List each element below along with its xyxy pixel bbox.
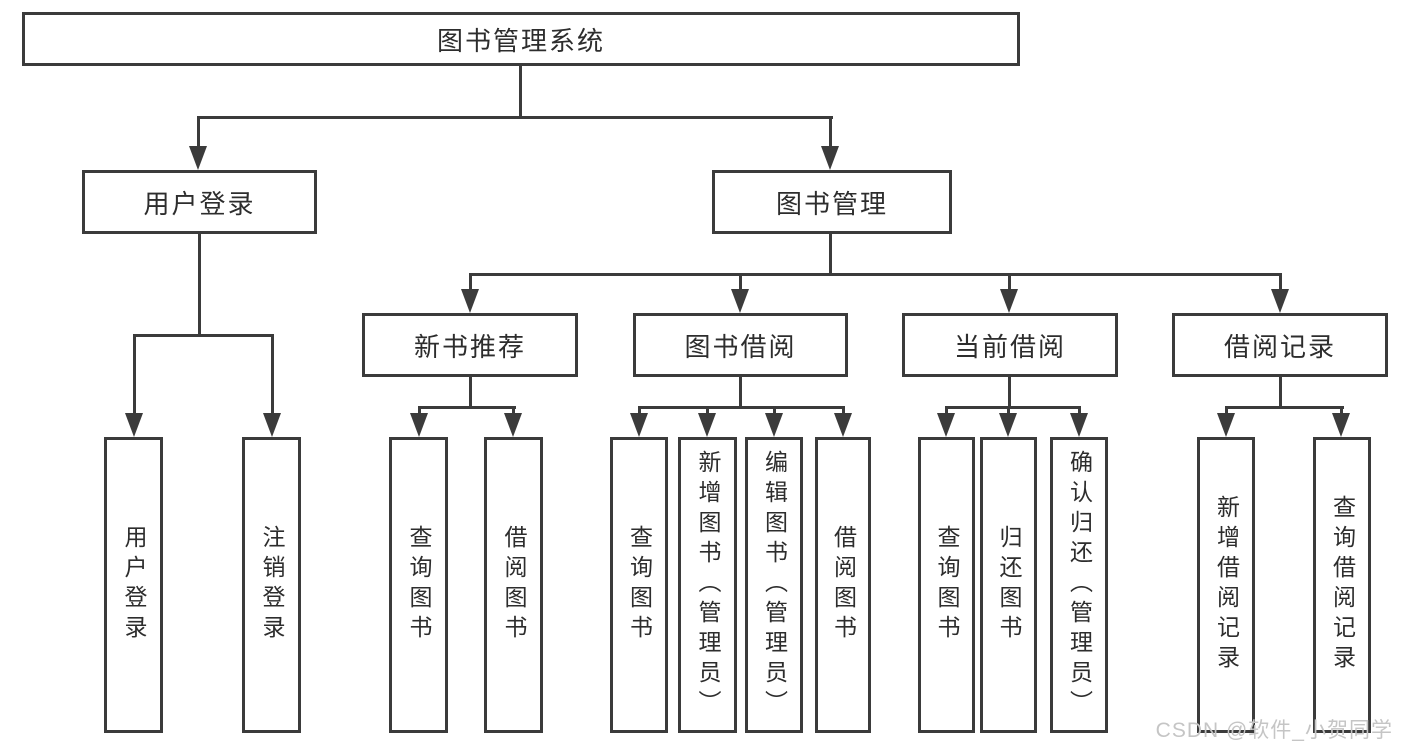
connector-stub [512,408,515,416]
node-new-book-recommend-label: 新书推荐 [413,331,526,362]
connector-book-borrow-vertical [739,377,742,408]
leaf-user-login-label: 用户登录 [121,525,147,645]
leaf-add-book-admin: 新增图书（管理员） [678,437,737,733]
connector-stub [829,117,832,148]
csdn-watermark: CSDN @软件_小贺同学 [1155,719,1393,742]
leaf-user-login: 用户登录 [104,437,163,733]
connector-stub [418,408,421,416]
leaf-query-book-1-label: 查询图书 [406,525,432,645]
leaf-query-book-1: 查询图书 [389,437,448,733]
leaf-query-borrow-record-label: 查询借阅记录 [1329,495,1356,675]
connector-new-book-vertical [469,377,472,408]
node-book-borrow: 图书借阅 [633,313,848,377]
connector-user-login-vertical [198,233,201,336]
arrow-down-icon [263,413,281,437]
connector-book-mgmt-horizontal [469,273,1282,276]
node-new-book-recommend: 新书推荐 [362,313,578,377]
connector-book-borrow-horizontal [638,406,845,409]
arrow-down-icon [999,413,1017,437]
leaf-query-book-3-label: 查询图书 [934,525,960,645]
node-user-login: 用户登录 [82,170,317,234]
connector-user-login-horizontal [133,334,274,337]
connector-stub [706,408,709,416]
arrow-down-icon [410,413,428,437]
connector-stub [842,408,845,416]
connector-new-book-horizontal [418,406,516,409]
connector-root-vertical [519,65,522,118]
connector-current-borrow-vertical [1008,377,1011,408]
arrow-down-icon [937,413,955,437]
leaf-query-book-2: 查询图书 [610,437,668,733]
leaf-edit-book-admin-label: 编辑图书（管理员） [761,450,788,720]
arrow-down-icon [630,413,648,437]
connector-current-borrow-horizontal [945,406,1081,409]
arrow-down-icon [1000,289,1018,313]
node-borrow-records: 借阅记录 [1172,313,1388,377]
arrow-down-icon [1217,413,1235,437]
connector-borrow-records-vertical [1279,377,1282,408]
connector-book-mgmt-vertical [829,233,832,275]
node-book-management-label: 图书管理 [775,188,888,219]
node-borrow-records-label: 借阅记录 [1223,331,1336,362]
leaf-edit-book-admin: 编辑图书（管理员） [745,437,803,733]
leaf-add-book-admin-label: 新增图书（管理员） [695,450,721,720]
node-book-management: 图书管理 [712,170,952,234]
connector-stub [133,336,136,416]
connector-stub [1078,408,1081,416]
connector-borrow-records-horizontal [1225,406,1344,409]
arrow-down-icon [731,289,749,313]
arrow-down-icon [765,413,783,437]
connector-stub [945,408,948,416]
leaf-borrow-book-2: 借阅图书 [815,437,871,733]
leaf-return-book-label: 归还图书 [996,525,1022,645]
node-current-borrow: 当前借阅 [902,313,1118,377]
connector-stub [1008,275,1011,292]
leaf-query-book-3: 查询图书 [918,437,975,733]
node-root: 图书管理系统 [22,12,1020,66]
leaf-confirm-return-admin: 确认归还（管理员） [1050,437,1108,733]
leaf-borrow-book-2-label: 借阅图书 [830,525,857,645]
arrow-down-icon [125,413,143,437]
connector-stub [739,275,742,292]
arrow-down-icon [504,413,522,437]
leaf-query-book-2-label: 查询图书 [626,525,653,645]
arrow-down-icon [1332,413,1350,437]
connector-stub [1007,408,1010,416]
arrow-down-icon [821,146,839,170]
leaf-borrow-book-1: 借阅图书 [484,437,543,733]
connector-stub [197,117,200,148]
connector-stub [1279,275,1282,292]
leaf-borrow-book-1-label: 借阅图书 [501,525,527,645]
connector-stub [469,275,472,292]
arrow-down-icon [698,413,716,437]
arrow-down-icon [1070,413,1088,437]
leaf-add-borrow-record: 新增借阅记录 [1197,437,1255,733]
arrow-down-icon [189,146,207,170]
connector-stub [773,408,776,416]
leaf-add-borrow-record-label: 新增借阅记录 [1213,495,1240,675]
connector-stub [271,336,274,416]
arrow-down-icon [1271,289,1289,313]
leaf-confirm-return-admin-label: 确认归还（管理员） [1066,450,1093,720]
arrow-down-icon [834,413,852,437]
arrow-down-icon [461,289,479,313]
connector-root-horizontal [197,116,833,119]
leaf-logout-label: 注销登录 [259,525,285,645]
leaf-logout: 注销登录 [242,437,301,733]
node-root-label: 图书管理系统 [436,25,605,56]
node-user-login-label: 用户登录 [143,188,256,219]
connector-stub [1225,408,1228,416]
leaf-query-borrow-record: 查询借阅记录 [1313,437,1371,733]
connector-stub [1340,408,1343,416]
node-book-borrow-label: 图书借阅 [684,331,797,362]
connector-stub [638,408,641,416]
node-current-borrow-label: 当前借阅 [953,331,1066,362]
leaf-return-book: 归还图书 [980,437,1037,733]
